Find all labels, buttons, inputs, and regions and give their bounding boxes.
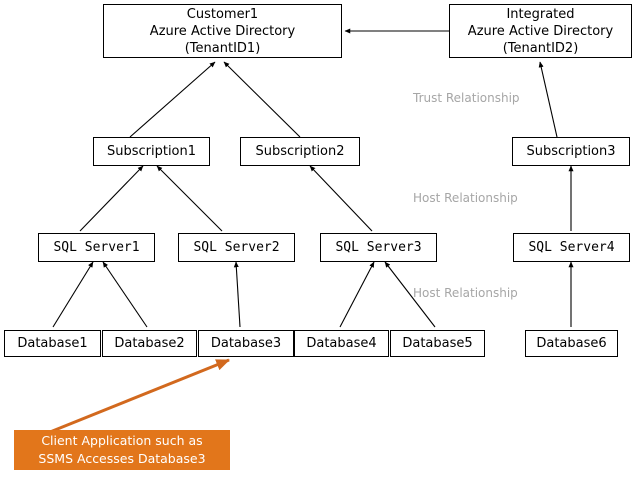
edge-database4-to-server3 <box>339 261 375 328</box>
node-sql-server3-label: SQL Server3 <box>335 240 422 255</box>
node-database2[interactable]: Database2 <box>102 330 197 357</box>
label-trust-relationship: Trust Relationship <box>413 91 520 105</box>
node-database1-label: Database1 <box>17 336 88 351</box>
node-subscription1[interactable]: Subscription1 <box>93 137 210 166</box>
node-database6[interactable]: Database6 <box>525 330 618 357</box>
node-sql-server2-label: SQL Server2 <box>193 240 280 255</box>
edge-callout-to-database3 <box>49 358 231 434</box>
node-database4-label: Database4 <box>306 336 377 351</box>
edge-subscription2-to-customer-ad <box>223 61 301 138</box>
node-customer1-azure-ad[interactable]: Customer1 Azure Active Directory (Tenant… <box>103 4 342 58</box>
callout-line-2: SSMS Accesses Database3 <box>38 451 206 466</box>
node-sql-server4-label: SQL Server4 <box>528 240 615 255</box>
node-customer1-line-1: Customer1 <box>186 6 259 22</box>
callout-client-application[interactable]: Client Application such as SSMS Accesses… <box>14 430 230 470</box>
node-sql-server1[interactable]: SQL Server1 <box>38 233 155 262</box>
node-customer1-line-2: Azure Active Directory <box>149 23 296 39</box>
node-integrated-line-1: Integrated <box>506 6 575 22</box>
node-sql-server1-label: SQL Server1 <box>53 240 140 255</box>
node-database1[interactable]: Database1 <box>4 330 101 357</box>
node-subscription3[interactable]: Subscription3 <box>512 137 630 166</box>
node-subscription2-label: Subscription2 <box>255 144 345 159</box>
node-database3[interactable]: Database3 <box>198 330 294 357</box>
node-integrated-line-3: (TenantID2) <box>502 40 579 56</box>
edge-server2-to-subscription2 <box>156 165 223 232</box>
edge-database1-to-server1 <box>52 261 94 328</box>
node-database6-label: Database6 <box>536 336 607 351</box>
edge-database3-to-server2 <box>233 261 241 328</box>
edge-server1-to-subscription1 <box>79 165 144 232</box>
node-database5-label: Database5 <box>402 336 473 351</box>
node-subscription3-label: Subscription3 <box>526 144 616 159</box>
node-subscription2[interactable]: Subscription2 <box>240 137 360 166</box>
label-host-relationship-subscription: Host Relationship <box>413 191 518 205</box>
node-database4[interactable]: Database4 <box>294 330 389 357</box>
edge-database2-to-server1 <box>102 261 148 328</box>
node-sql-server3[interactable]: SQL Server3 <box>320 233 437 262</box>
label-host-relationship-database: Host Relationship <box>413 286 518 300</box>
edge-subscription1-to-customer-ad <box>129 61 216 138</box>
edge-subscription3-to-integrated-ad <box>538 61 558 138</box>
node-sql-server4[interactable]: SQL Server4 <box>513 233 630 262</box>
edge-server3-to-subscription2 <box>309 165 373 232</box>
node-customer1-line-3: (TenantID1) <box>184 40 261 56</box>
node-subscription1-label: Subscription1 <box>106 144 197 159</box>
node-integrated-line-2: Azure Active Directory <box>467 23 614 39</box>
node-database5[interactable]: Database5 <box>390 330 485 357</box>
node-integrated-azure-ad[interactable]: Integrated Azure Active Directory (Tenan… <box>449 4 632 58</box>
node-database3-label: Database3 <box>210 336 282 351</box>
callout-line-1: Client Application such as <box>41 433 203 448</box>
node-sql-server2[interactable]: SQL Server2 <box>178 233 295 262</box>
node-database2-label: Database2 <box>114 336 185 351</box>
